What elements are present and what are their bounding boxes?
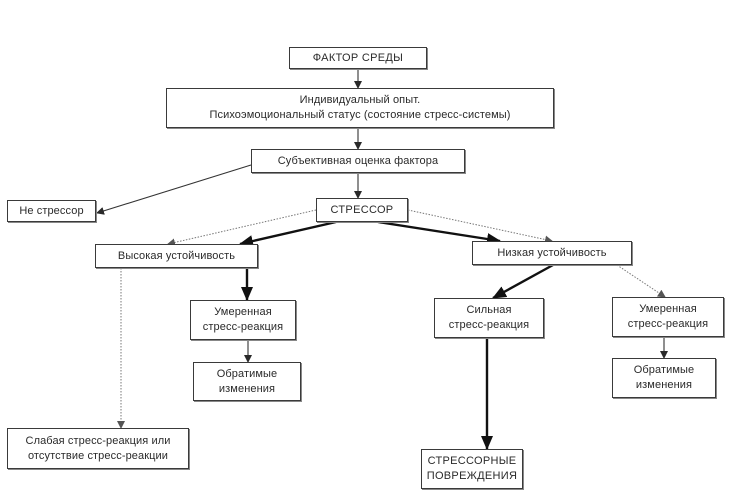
node-factor-line: ФАКТОР СРЕДЫ xyxy=(312,51,404,64)
node-assessment-line: Субъективная оценка фактора xyxy=(277,154,439,167)
node-strong-reaction-line: Сильная xyxy=(466,304,512,316)
node-reversible-right-line: изменения xyxy=(635,379,693,391)
arrow-stressor-to-high-resistance-dotted xyxy=(167,209,317,247)
node-low-resistance: Низкая устойчивость xyxy=(472,241,632,265)
node-high-resistance-line: Высокая устойчивость xyxy=(117,249,236,262)
arrow-low-resistance-to-moderate-right-dotted xyxy=(616,264,666,298)
node-weak-reaction-line: Слабая стресс-реакция или xyxy=(25,434,171,447)
arrow-stressor-to-low-resistance-bold xyxy=(377,220,501,245)
node-weak-reaction-line: отсутствие стресс-реакции xyxy=(27,449,169,462)
node-reversible-left-line: изменения xyxy=(218,382,276,395)
arrow-assessment-to-not-stressor-normal xyxy=(96,164,252,215)
node-stressor-line: СТРЕССОР xyxy=(330,203,394,216)
node-stressor: СТРЕССОР xyxy=(316,198,408,222)
node-moderate-right-line: стресс-реакция xyxy=(627,318,709,330)
node-not-stressor-line: Не стрессор xyxy=(19,204,84,217)
node-reversible-left-line: Обратимые xyxy=(216,367,278,380)
node-moderate-left-line: Умеренная xyxy=(214,306,272,318)
node-factor: ФАКТОР СРЕДЫ xyxy=(289,47,427,69)
node-not-stressor: Не стрессор xyxy=(7,200,96,222)
node-moderate-right-line: Умеренная xyxy=(639,303,697,315)
arrow-stressor-to-low-resistance-dotted xyxy=(407,209,553,244)
node-weak-reaction: Слабая стресс-реакция или отсутствие стр… xyxy=(7,428,189,469)
node-strong-reaction: Сильная стресс-реакция xyxy=(434,298,544,338)
arrow-low-resistance-to-strong-reaction-bold xyxy=(492,263,554,300)
node-assessment: Субъективная оценка фактора xyxy=(251,149,465,173)
node-reversible-right-line: Обратимые xyxy=(633,364,695,376)
node-low-resistance-line: Низкая устойчивость xyxy=(497,246,607,259)
node-moderate-left-line: стресс-реакция xyxy=(202,321,284,333)
node-experience-line: Индивидуальный опыт. xyxy=(299,94,421,106)
node-experience: Индивидуальный опыт. Психоэмоциональный … xyxy=(166,88,554,128)
node-moderate-reaction-right: Умеренная стресс-реакция xyxy=(612,297,724,337)
node-strong-reaction-line: стресс-реакция xyxy=(448,319,530,331)
node-high-resistance: Высокая устойчивость xyxy=(95,244,258,268)
arrow-stressor-to-high-resistance-bold xyxy=(239,220,337,247)
node-moderate-reaction-left: Умеренная стресс-реакция xyxy=(190,300,296,340)
node-reversible-changes-left: Обратимые изменения xyxy=(193,362,301,401)
node-stress-damage-line: ПОВРЕЖДЕНИЯ xyxy=(426,470,518,482)
node-experience-line: Психоэмоциональный статус (состояние стр… xyxy=(209,109,511,121)
node-stress-damage: СТРЕССОРНЫЕ ПОВРЕЖДЕНИЯ xyxy=(421,449,523,489)
node-stress-damage-line: СТРЕССОРНЫЕ xyxy=(427,455,517,467)
node-reversible-changes-right: Обратимые изменения xyxy=(612,358,716,398)
